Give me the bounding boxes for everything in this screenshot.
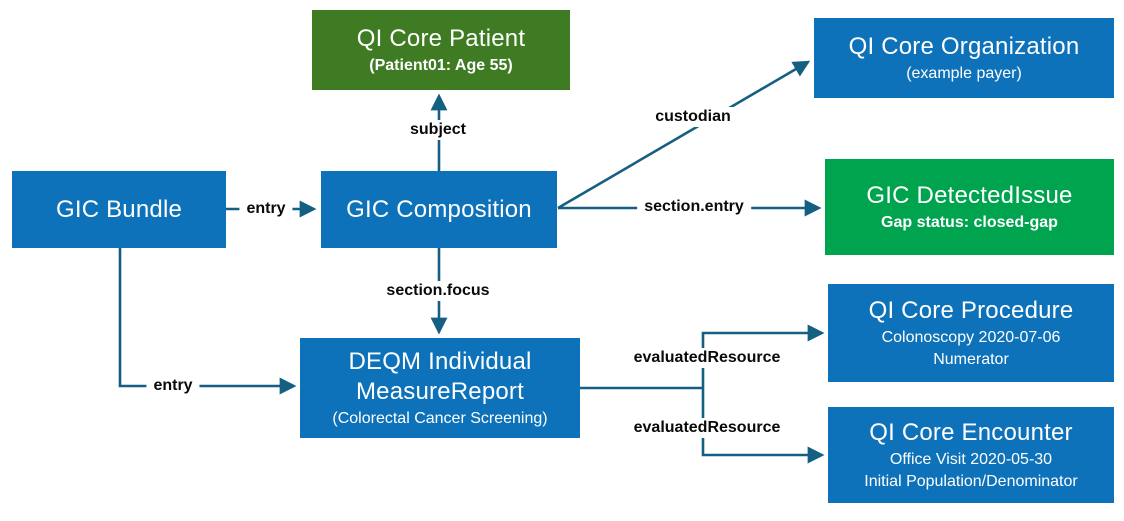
node-subtitle: Gap status: closed-gap [881,214,1058,231]
node-subtitle: Office Visit 2020-05-30 [889,451,1053,468]
node-gic-composition: GIC Composition [321,171,557,248]
edge-label-evaluated-resource-encounter: evaluatedResource [626,418,788,438]
node-subtitle: (Colorectal Cancer Screening) [332,410,548,427]
node-title: GIC DetectedIssue [866,182,1073,209]
node-qi-core-patient: QI Core Patient (Patient01: Age 55) [312,10,570,90]
edge-label-entry-composition: entry [239,199,293,219]
node-gic-detected-issue: GIC DetectedIssue Gap status: closed-gap [825,159,1114,255]
edge-composition-organization [557,60,811,210]
node-subtitle: (example payer) [906,65,1022,82]
node-subtitle: (Patient01: Age 55) [369,57,513,74]
node-subtitle: Colonoscopy 2020-07-06 [881,329,1061,346]
edge-bundle-measure-report [118,248,297,395]
node-title: QI Core Encounter [869,419,1073,446]
node-title: GIC Composition [346,195,532,223]
node-qi-core-encounter: QI Core Encounter Office Visit 2020-05-3… [828,407,1114,503]
edge-label-evaluated-resource-procedure: evaluatedResource [626,348,788,368]
node-qi-core-organization: QI Core Organization (example payer) [814,18,1114,98]
node-title: DEQM Individual MeasureReport [348,348,532,405]
node-subtitle2: Initial Population/Denominator [864,473,1078,490]
edge-label-subject: subject [402,120,474,140]
node-deqm-individual-measure-report: DEQM Individual MeasureReport (Colorecta… [300,338,580,438]
node-title: QI Core Organization [848,33,1080,60]
edge-label-section-focus: section.focus [379,281,497,301]
node-qi-core-procedure: QI Core Procedure Colonoscopy 2020-07-06… [828,284,1114,382]
node-title: GIC Bundle [55,195,183,223]
edge-label-entry-measure-report: entry [146,376,200,396]
edge-label-section-entry: section.entry [637,197,751,217]
edge-label-custodian: custodian [648,107,738,127]
edge-measure-report-procedure [701,324,825,388]
node-title: QI Core Procedure [868,297,1074,324]
edge-measure-report-encounter [701,388,825,464]
node-subtitle2: Numerator [933,351,1009,368]
node-title: QI Core Patient [356,25,526,52]
node-gic-bundle: GIC Bundle [12,171,226,248]
